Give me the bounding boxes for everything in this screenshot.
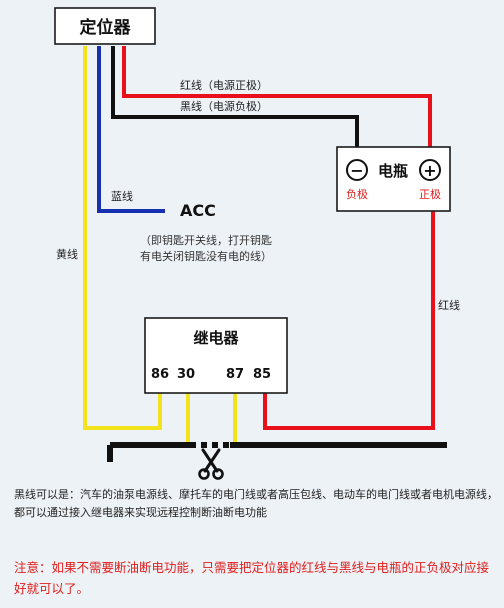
battery-negative-label: 负极 — [346, 187, 368, 201]
battery-title: 电瓶 — [378, 162, 408, 180]
red-power-wire — [122, 46, 432, 158]
relay-title: 继电器 — [193, 329, 239, 347]
battery-positive-label: 正极 — [419, 187, 441, 201]
yellow-wire-label: 黄线 — [56, 247, 78, 261]
black-wire-label: 黑线（电源负极） — [180, 99, 268, 113]
locator-box — [54, 7, 156, 45]
acc-note-line2: 有电关闭钥匙没有电的线） — [140, 249, 272, 263]
acc-note-line1: （即钥匙开关线，打开钥匙 — [140, 233, 272, 247]
red-power-wire-to-relay — [263, 208, 435, 430]
battery-negative-symbol: − — [350, 161, 363, 180]
black-ground-wire — [111, 46, 359, 158]
acc-label: ACC — [180, 201, 216, 220]
scissors-icon — [198, 448, 224, 480]
relay-pin-30: 30 — [177, 367, 195, 382]
relay-pin-85: 85 — [253, 367, 271, 382]
battery-positive-terminal — [419, 159, 441, 181]
relay-pin-87: 87 — [226, 367, 244, 382]
blue-acc-wire — [97, 46, 165, 213]
yellow-wire — [83, 46, 162, 430]
battery-negative-terminal — [346, 159, 368, 181]
warning-note: 注意：如果不需要断油断电功能，只需要把定位器的红线与黑线与电瓶的正负极对应接好就… — [14, 560, 490, 596]
relay-pin-86: 86 — [151, 367, 169, 382]
red-right-wire-label: 红线 — [438, 298, 460, 312]
battery-positive-symbol: + — [423, 161, 436, 180]
black-wire-note: 黑线可以是：汽车的油泵电源线、摩托车的电门线或者高压包线、电动车的电门线或者电机… — [14, 488, 498, 519]
locator-title: 定位器 — [80, 17, 132, 38]
blue-wire-label: 蓝线 — [111, 189, 133, 203]
relay-box — [144, 317, 288, 394]
red-wire-label: 红线（电源正极） — [180, 78, 268, 92]
